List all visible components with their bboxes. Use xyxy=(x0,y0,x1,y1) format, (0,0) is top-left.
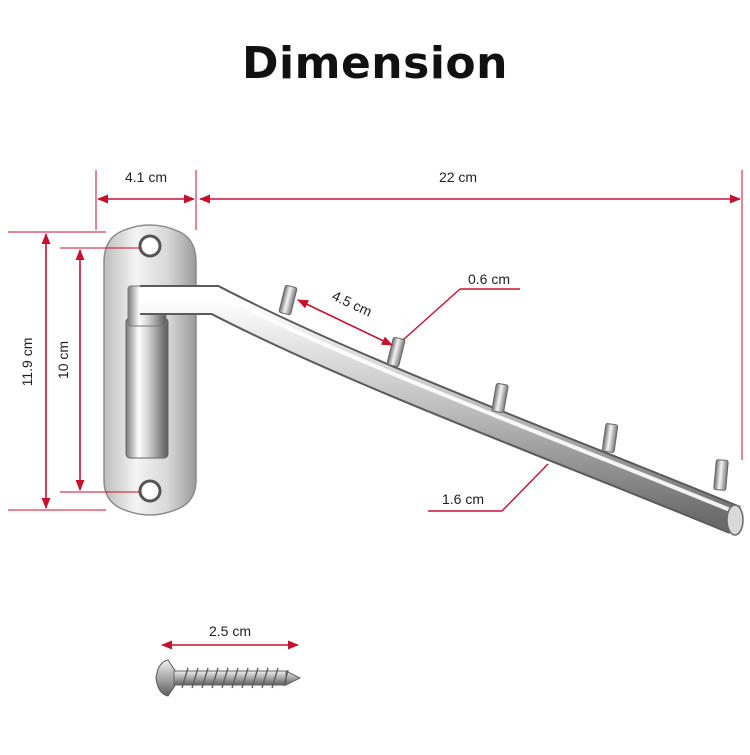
dimension-arm-length: 22 cm xyxy=(198,169,743,460)
dimension-plate-height: 11.9 cm xyxy=(8,231,106,511)
label-arm-length: 22 cm xyxy=(439,169,477,185)
mounting-hole-bottom xyxy=(138,479,162,503)
leader-peg-diameter: 0.6 cm xyxy=(402,271,520,341)
hook-peg xyxy=(601,423,619,453)
dimension-hole-spacing: 10 cm xyxy=(55,247,140,493)
dimension-screw-length: 2.5 cm xyxy=(160,623,300,650)
label-screw-length: 2.5 cm xyxy=(209,623,251,639)
label-tube-diameter: 1.6 cm xyxy=(442,491,484,507)
label-peg-diameter: 0.6 cm xyxy=(468,271,510,287)
label-hole-spacing: 10 cm xyxy=(55,341,71,379)
label-plate-height: 11.9 cm xyxy=(19,338,35,387)
hook-peg xyxy=(713,459,729,491)
leader-tube-diameter: 1.6 cm xyxy=(428,463,549,512)
dimension-plate-width: 4.1 cm xyxy=(95,169,197,230)
page-title: Dimension xyxy=(242,38,508,89)
label-peg-spacing: 4.5 cm xyxy=(330,287,375,319)
screw xyxy=(155,659,302,697)
label-plate-width: 4.1 cm xyxy=(125,169,167,185)
hook-peg xyxy=(491,382,509,414)
hook-peg xyxy=(386,336,406,368)
hook-peg xyxy=(278,284,298,316)
tube-end-cap xyxy=(726,504,744,536)
mounting-hole-top xyxy=(138,234,162,258)
arm-tube xyxy=(140,285,744,536)
